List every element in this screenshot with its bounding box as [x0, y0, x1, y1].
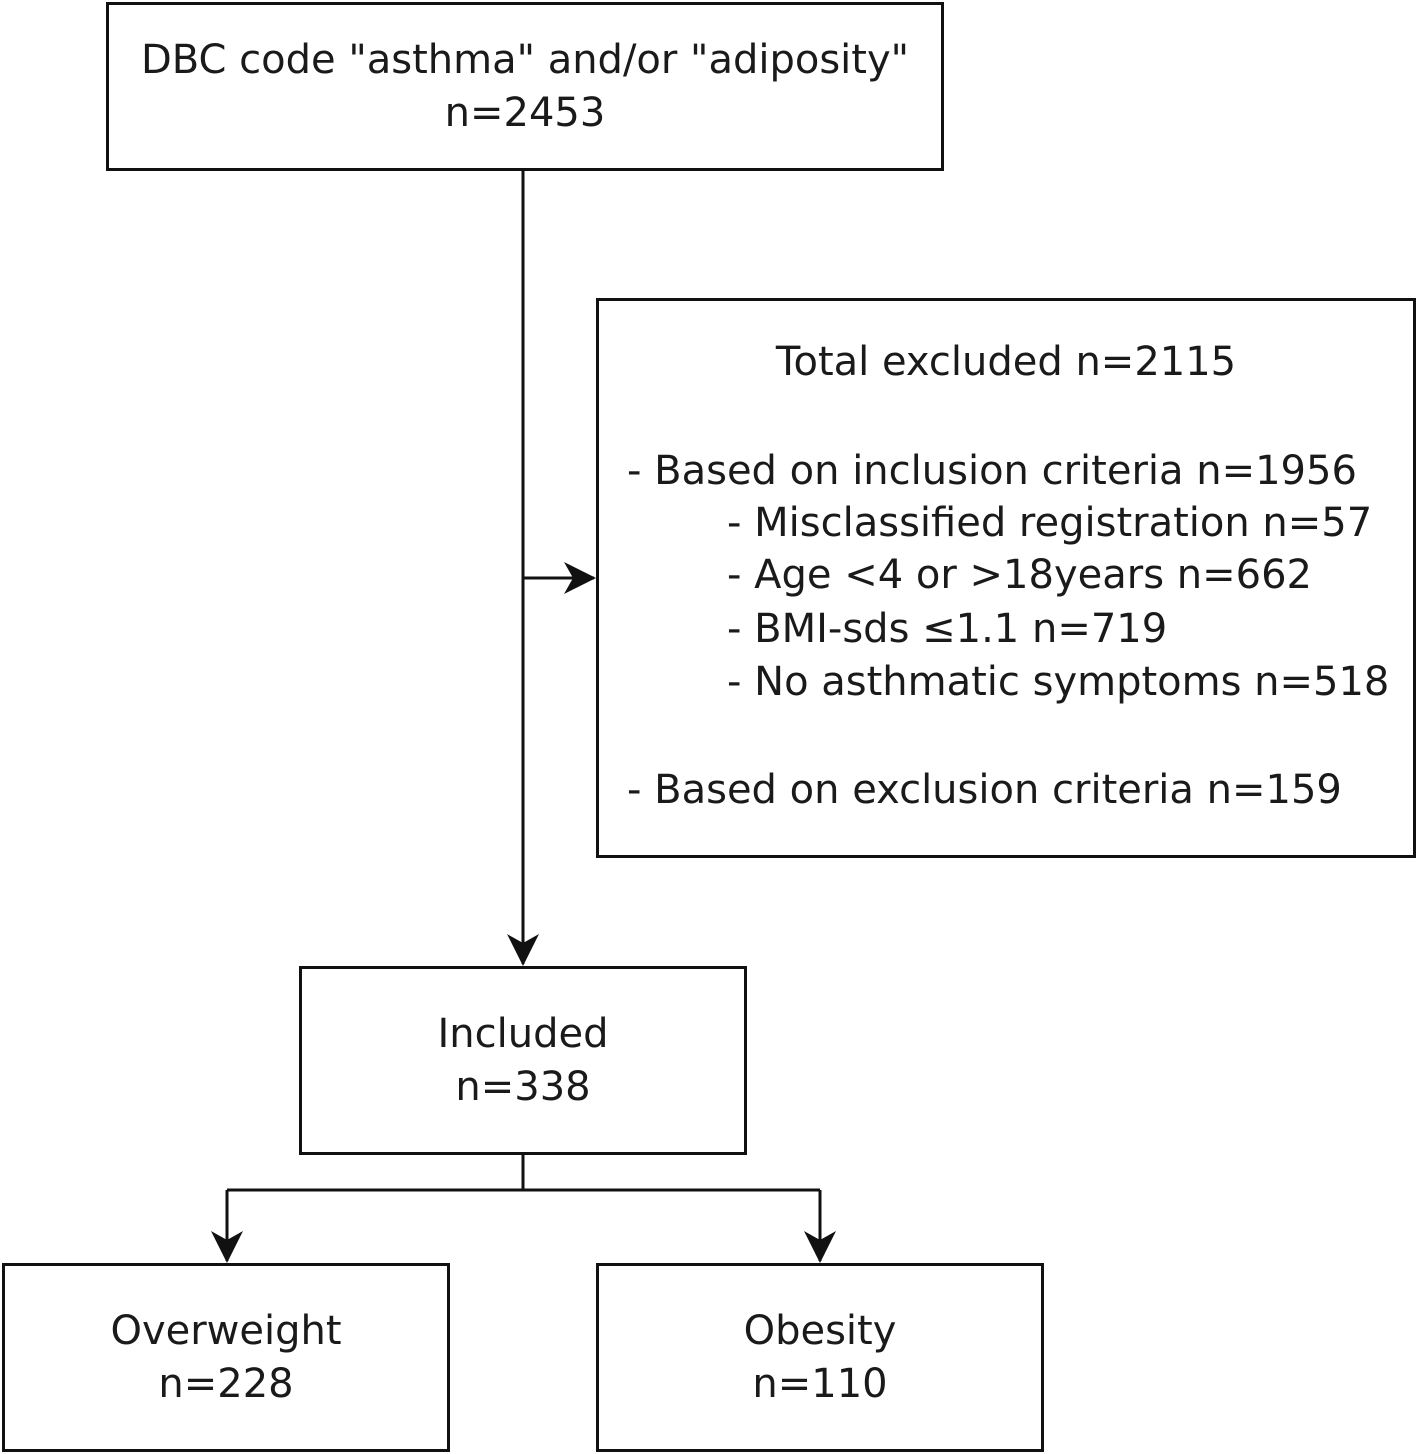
excluded-inclusion-criteria: - Based on inclusion criteria n=1956 [627, 448, 1357, 494]
excluded-age: - Age <4 or >18years n=662 [727, 552, 1312, 598]
overweight-box: Overweight n=228 [2, 1263, 450, 1452]
obesity-count: n=110 [752, 1360, 888, 1407]
overweight-label: Overweight [110, 1307, 342, 1354]
included-box: Included n=338 [299, 966, 747, 1155]
excluded-total: Total excluded n=2115 [775, 339, 1237, 385]
excluded-misclassified: - Misclassified registration n=57 [727, 500, 1373, 546]
overweight-count: n=228 [158, 1360, 294, 1407]
excluded-no-symptoms: - No asthmatic symptoms n=518 [727, 659, 1390, 705]
source-population-box: DBC code "asthma" and/or "adiposity" n=2… [106, 2, 944, 171]
excluded-bmi-sds: - BMI-sds ≤1.1 n=719 [727, 606, 1168, 652]
source-population-count: n=2453 [444, 89, 606, 136]
excluded-exclusion-criteria: - Based on exclusion criteria n=159 [627, 767, 1342, 813]
included-count: n=338 [455, 1063, 591, 1110]
obesity-label: Obesity [743, 1307, 897, 1354]
source-population-label: DBC code "asthma" and/or "adiposity" [140, 36, 910, 83]
included-label: Included [437, 1010, 609, 1057]
excluded-box: Total excluded n=2115 - Based on inclusi… [596, 298, 1416, 858]
obesity-box: Obesity n=110 [596, 1263, 1044, 1452]
